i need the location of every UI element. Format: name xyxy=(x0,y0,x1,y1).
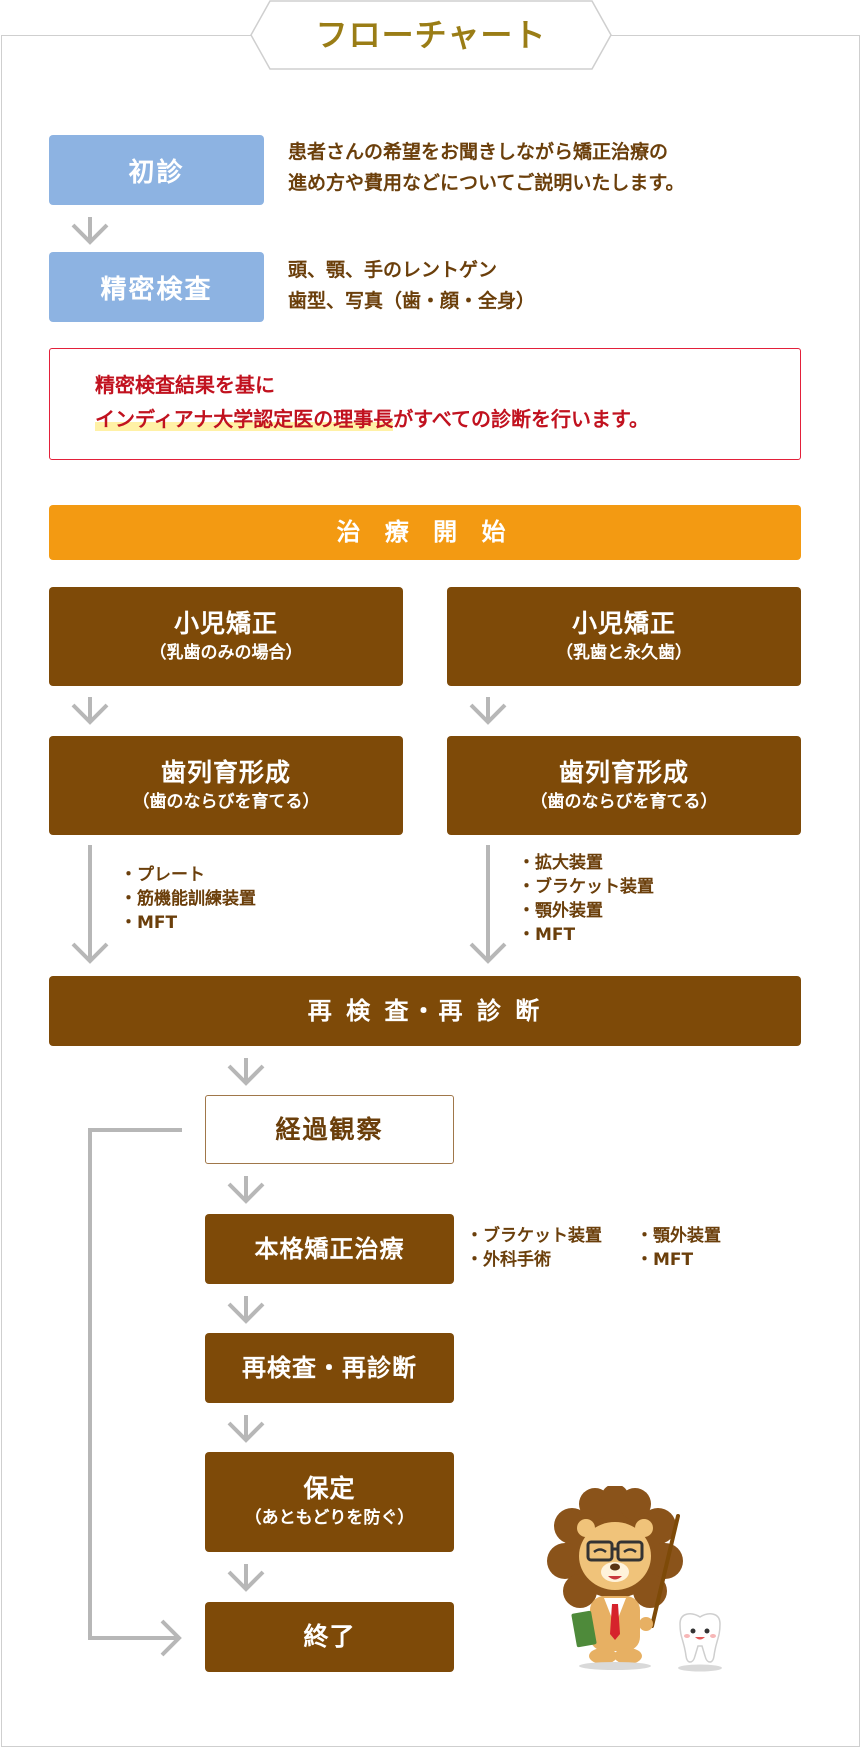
step-first-consultation-label: 初診 xyxy=(128,157,185,188)
list-item: ・筋機能訓練装置 xyxy=(120,889,256,909)
retention-box: 保定 （あともどりを防ぐ） xyxy=(205,1452,454,1552)
detailed-exam-description: 頭、顎、手のレントゲン 歯型、写真（歯・顔・全身） xyxy=(288,255,535,317)
right-stage-title: 歯列育形成 xyxy=(558,757,689,787)
down-arrow-icon xyxy=(227,1056,265,1085)
treatment-start-banner: 治 療 開 始 xyxy=(49,505,801,560)
notice-line-2: インディアナ大学認定医の理事長がすべての診断を行います。 xyxy=(95,405,649,433)
list-item: ・MFT xyxy=(636,1250,694,1270)
down-arrow-icon xyxy=(227,1294,265,1323)
long-arrow-left xyxy=(71,845,109,964)
left-device-list: ・プレート ・筋機能訓練装置 ・MFT xyxy=(120,863,256,935)
reexam-wide-box: 再 検 査・再 診 断 xyxy=(49,976,801,1046)
list-item: ・プレート xyxy=(120,865,205,885)
lion-mascot-icon xyxy=(547,1486,683,1670)
list-item: ・拡大装置 xyxy=(518,853,603,873)
down-arrow-icon xyxy=(71,695,109,724)
right-pediatric-header: 小児矯正 （乳歯と永久歯） xyxy=(447,587,801,686)
left-header-title: 小児矯正 xyxy=(173,608,278,638)
list-item: ・MFT xyxy=(120,913,178,933)
down-arrow-icon xyxy=(227,1413,265,1442)
list-item: ・MFT xyxy=(518,925,576,945)
diagnosis-notice: 精密検査結果を基に インディアナ大学認定医の理事長がすべての診断を行います。 xyxy=(49,348,801,460)
down-arrow-icon xyxy=(71,215,109,244)
retention-title: 保定 xyxy=(303,1474,356,1503)
right-header-title: 小児矯正 xyxy=(571,608,676,638)
notice-rest: がすべての診断を行います。 xyxy=(393,407,650,431)
notice-line-1: 精密検査結果を基に xyxy=(95,373,275,397)
title-tab: フローチャート xyxy=(250,0,612,70)
page-title: フローチャート xyxy=(315,16,547,54)
step-first-consultation: 初診 xyxy=(49,135,264,205)
left-header-subtitle: （乳歯のみの場合） xyxy=(149,642,303,663)
bypass-arrow xyxy=(88,1128,182,1657)
right-dentition-stage: 歯列育形成 （歯のならびを育てる） xyxy=(447,736,801,835)
list-item: ・顎外装置 xyxy=(636,1226,721,1246)
right-device-list: ・拡大装置 ・ブラケット装置 ・顎外装置 ・MFT xyxy=(518,851,654,947)
full-treatment-label: 本格矯正治療 xyxy=(254,1235,405,1263)
first-consultation-description: 患者さんの希望をお聞きしながら矯正治療の 進め方や費用などについてご説明いたしま… xyxy=(288,137,685,199)
full-treatment-devices-col1: ・ブラケット装置 ・外科手術 xyxy=(466,1224,602,1272)
observation-box: 経過観察 xyxy=(205,1095,454,1164)
list-item: ・ブラケット装置 xyxy=(466,1226,602,1246)
end-label: 終了 xyxy=(303,1622,356,1651)
reexam-label: 再検査・再診断 xyxy=(242,1354,417,1382)
down-arrow-icon xyxy=(469,695,507,724)
right-header-subtitle: （乳歯と永久歯） xyxy=(556,642,692,663)
step-detailed-exam-label: 精密検査 xyxy=(100,274,213,305)
full-treatment-devices-col2: ・顎外装置 ・MFT xyxy=(636,1224,721,1272)
description-line: 進め方や費用などについてご説明いたします。 xyxy=(288,172,685,194)
long-arrow-right xyxy=(469,845,507,964)
right-stage-subtitle: （歯のならびを育てる） xyxy=(530,791,718,812)
notice-highlight: インディアナ大学認定医の理事長 xyxy=(95,407,394,431)
retention-subtitle: （あともどりを防ぐ） xyxy=(244,1508,415,1528)
left-stage-subtitle: （歯のならびを育てる） xyxy=(132,791,320,812)
down-arrow-icon xyxy=(227,1562,265,1591)
description-line: 頭、顎、手のレントゲン xyxy=(288,259,498,281)
tooth-mascot-icon xyxy=(678,1613,722,1672)
description-line: 患者さんの希望をお聞きしながら矯正治療の xyxy=(288,141,669,163)
left-stage-title: 歯列育形成 xyxy=(160,757,291,787)
reexam-wide-label: 再 検 査・再 診 断 xyxy=(307,997,543,1025)
step-detailed-exam: 精密検査 xyxy=(49,252,264,322)
end-box: 終了 xyxy=(205,1602,454,1672)
reexam-box: 再検査・再診断 xyxy=(205,1333,454,1403)
down-arrow-icon xyxy=(227,1174,265,1203)
full-treatment-box: 本格矯正治療 xyxy=(205,1214,454,1284)
list-item: ・外科手術 xyxy=(466,1250,551,1270)
description-line: 歯型、写真（歯・顔・全身） xyxy=(288,290,536,312)
left-dentition-stage: 歯列育形成 （歯のならびを育てる） xyxy=(49,736,403,835)
list-item: ・顎外装置 xyxy=(518,901,603,921)
left-pediatric-header: 小児矯正 （乳歯のみの場合） xyxy=(49,587,403,686)
list-item: ・ブラケット装置 xyxy=(518,877,654,897)
